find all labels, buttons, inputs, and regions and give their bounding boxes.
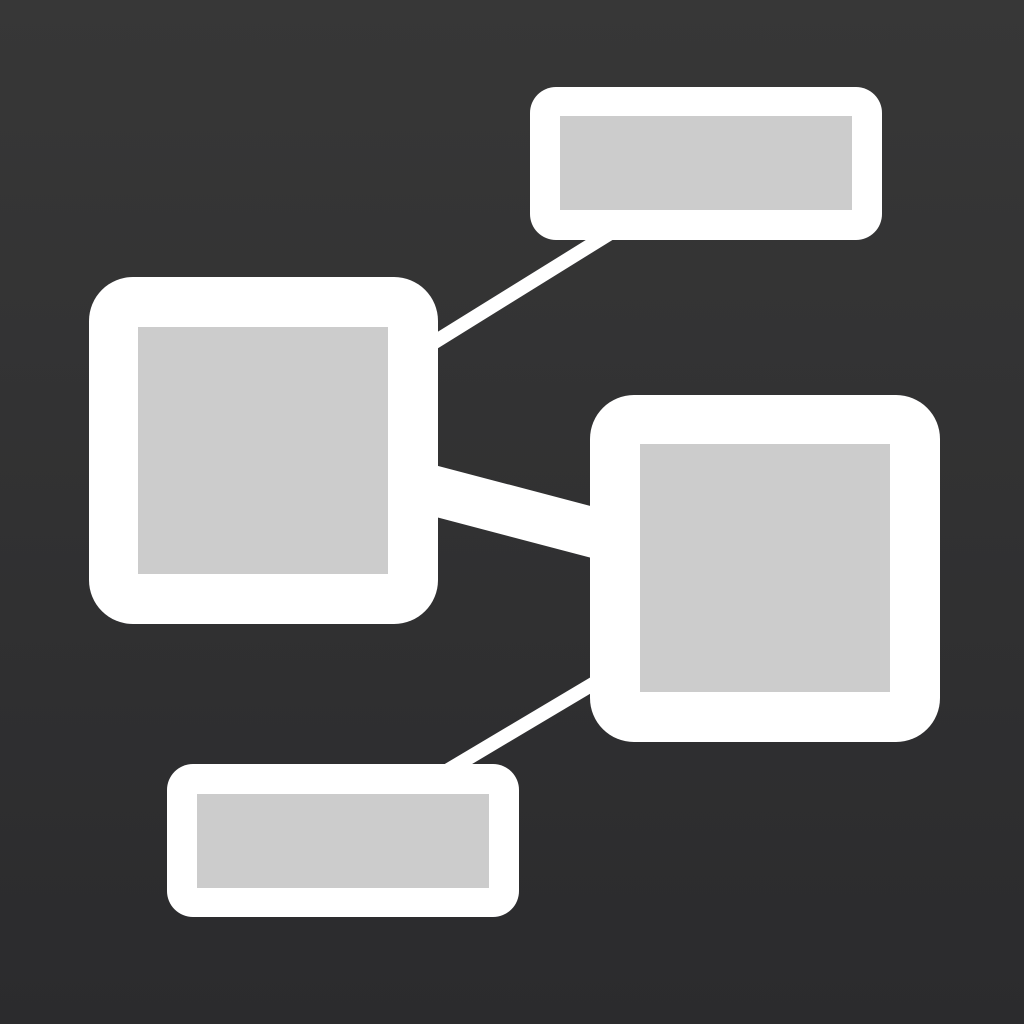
connector-center-right-to-bottom-left xyxy=(441,668,612,779)
connector-left-to-top-right xyxy=(421,226,616,354)
bottom-left-node xyxy=(167,764,519,917)
top-right-node-fill xyxy=(560,116,852,210)
center-right-node-fill xyxy=(640,444,890,692)
bottom-left-node-fill xyxy=(197,794,489,888)
center-right-node xyxy=(590,395,940,742)
top-right-node xyxy=(530,87,882,240)
connector-left-to-center-right xyxy=(413,462,617,562)
left-node xyxy=(89,277,438,624)
left-node-fill xyxy=(138,327,388,574)
